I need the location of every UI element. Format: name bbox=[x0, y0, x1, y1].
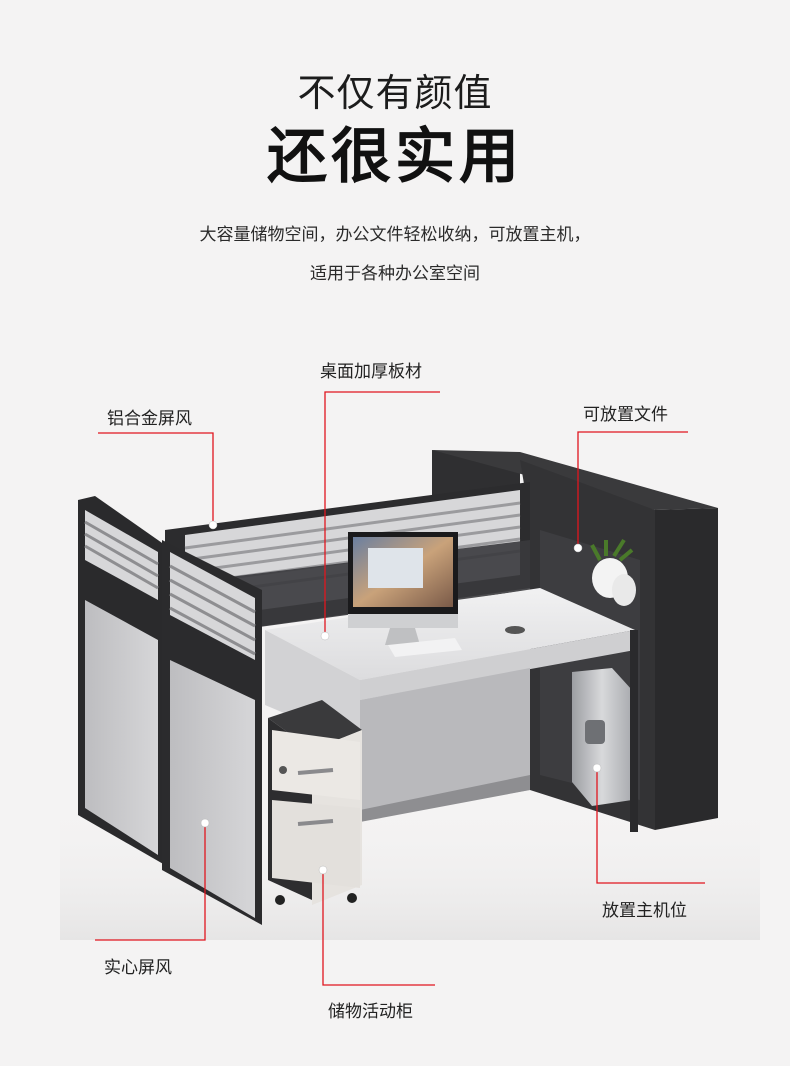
left-screen bbox=[78, 496, 262, 925]
callout-label-aluminum-screen: 铝合金屏风 bbox=[107, 409, 192, 429]
callout-label-mobile-cabinet: 储物活动柜 bbox=[328, 1002, 413, 1022]
callout-line-file-storage bbox=[577, 431, 688, 548]
subtitle-line-1: 大容量储物空间，办公文件轻松收纳，可放置主机， bbox=[199, 225, 591, 245]
desk bbox=[265, 588, 635, 822]
title-line-1: 不仅有颜值 bbox=[297, 71, 493, 115]
callout-line-host-position bbox=[596, 768, 705, 884]
callout-dots bbox=[200, 520, 602, 875]
subtitle-line-2: 适用于各种办公室空间 bbox=[310, 264, 480, 284]
monitor bbox=[348, 532, 462, 657]
desk-leg bbox=[630, 630, 638, 832]
callout-label-host-position: 放置主机位 bbox=[602, 901, 687, 921]
callout-label-solid-screen: 实心屏风 bbox=[104, 958, 172, 978]
plant bbox=[590, 538, 636, 606]
callout-label-file-storage: 可放置文件 bbox=[583, 405, 668, 425]
computer-tower bbox=[572, 668, 632, 806]
callout-line-mobile-cabinet bbox=[322, 870, 435, 986]
callout-lines bbox=[95, 391, 705, 986]
title-line-2: 还很实用 bbox=[267, 122, 523, 192]
callout-label-desktop: 桌面加厚板材 bbox=[320, 362, 422, 382]
callout-line-desktop bbox=[324, 391, 440, 636]
callout-line-solid-screen bbox=[95, 823, 206, 941]
callout-line-aluminum-screen bbox=[98, 432, 214, 525]
mobile-cabinet bbox=[268, 700, 362, 905]
